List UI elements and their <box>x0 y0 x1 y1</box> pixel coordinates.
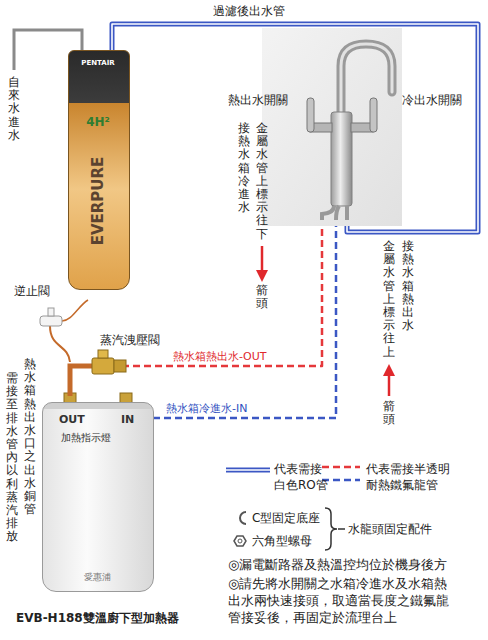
legend-text: 代表需接半透明耐熱鐵氟龍管 <box>366 462 450 492</box>
pipe-connector <box>154 220 336 418</box>
legend-item: 代表需接半透明耐熱鐵氟龍管 <box>366 462 454 493</box>
copper-pipe <box>70 366 94 396</box>
vertical-note: 自來水進水 <box>8 76 20 142</box>
c-base-icon <box>240 512 246 524</box>
vertical-note: 接熱水箱冷進水 <box>238 122 250 214</box>
pipe-label: 熱水箱熱出水-OUT <box>172 349 267 364</box>
steam-valve <box>92 358 114 374</box>
legend-item: 代表需接白色RO管 <box>274 462 330 493</box>
brand-text: EVERPURE <box>89 157 107 246</box>
pipe-core <box>112 24 478 232</box>
brand-logo: 愛惠浦 <box>43 571 151 584</box>
bracket-dash <box>338 528 345 530</box>
legend-sample <box>226 469 270 471</box>
switch-label: 冷出水開關 <box>402 92 462 109</box>
arrow-shaft <box>388 374 391 396</box>
legend-sample <box>226 468 270 473</box>
pipe-connector <box>154 220 336 418</box>
legend-text: 代表需接白色RO管 <box>274 462 328 492</box>
pipe-label: 過濾後出水管 <box>212 3 286 20</box>
pipe-connector <box>112 24 478 232</box>
check-valve-stub <box>48 308 54 316</box>
vertical-note: 箭頭 <box>256 284 268 310</box>
vertical-note: 需接至排水管內以利蒸汽排放 <box>6 372 18 543</box>
pipe-connector <box>112 24 478 232</box>
port-label: IN <box>121 413 134 426</box>
faucet-body <box>331 112 352 206</box>
port-label: OUT <box>59 413 85 426</box>
copper-tube <box>62 300 88 321</box>
vertical-note: 箭頭 <box>383 400 395 426</box>
label-text: 水龍頭固定配件 <box>348 521 432 538</box>
hex-nut-icon <box>238 539 242 543</box>
metal-hose <box>322 206 334 220</box>
water-heater: OUT IN 加熱指示燈愛惠浦 <box>42 402 154 592</box>
check-valve <box>40 316 62 326</box>
label-text: 逆止閥 <box>14 283 50 300</box>
cold-lever <box>370 98 377 132</box>
switch-label: 熱出水開關 <box>228 92 288 109</box>
label-text: 六角型螺母 <box>252 533 312 550</box>
metal-hose <box>345 206 349 220</box>
spout-highlight <box>341 44 392 118</box>
vertical-note: 金屬水管上標示往上 <box>383 240 395 359</box>
vertical-note: 熱水箱熱出水口之出水銅管 <box>24 358 36 516</box>
direction-arrow <box>256 246 395 396</box>
label-text: ◎漏電斷路器及熱溫控均位於機身後方 <box>228 557 483 574</box>
label-text: C型固定底座 <box>252 510 320 527</box>
pipe-label: 熱水箱冷進水-IN <box>165 401 248 416</box>
brand-text: PENTAIR <box>69 59 127 67</box>
metal-hose <box>336 206 339 220</box>
faucet: 熱出水開關冷出水開關 <box>300 40 395 220</box>
bracket <box>325 508 337 550</box>
arrow-shaft <box>261 246 264 272</box>
water-filter: PENTAIR 4H² EVERPURE <box>68 50 130 290</box>
faucet-drawing <box>307 44 392 220</box>
vertical-note: 接熱水箱熱出水 <box>402 240 414 332</box>
arrow-head <box>256 270 268 282</box>
label-text: 蒸汽洩壓閥 <box>100 332 160 349</box>
copper-tube <box>50 326 70 362</box>
legend-sample <box>322 466 360 469</box>
vertical-note: 金屬水管上標示往下 <box>256 122 268 241</box>
faucet-spout <box>341 44 392 118</box>
hex-nut-icon <box>234 536 246 546</box>
faucet-panel <box>262 28 402 226</box>
valve-cap <box>98 350 108 358</box>
caption-text: EVB-H188雙溫廚下型加熱器 <box>16 610 179 627</box>
model-text: 4H² <box>69 115 127 129</box>
arrow-head <box>383 364 395 376</box>
hot-lever <box>307 98 314 132</box>
valve-nut <box>114 360 126 372</box>
indicator-label: 加熱指示燈 <box>61 431 111 445</box>
label-text: ◎請先將水開關之水箱冷進水及水箱熱出水兩快速接頭，取適當長度之鐵氟龍管接妥後，再… <box>228 576 460 627</box>
